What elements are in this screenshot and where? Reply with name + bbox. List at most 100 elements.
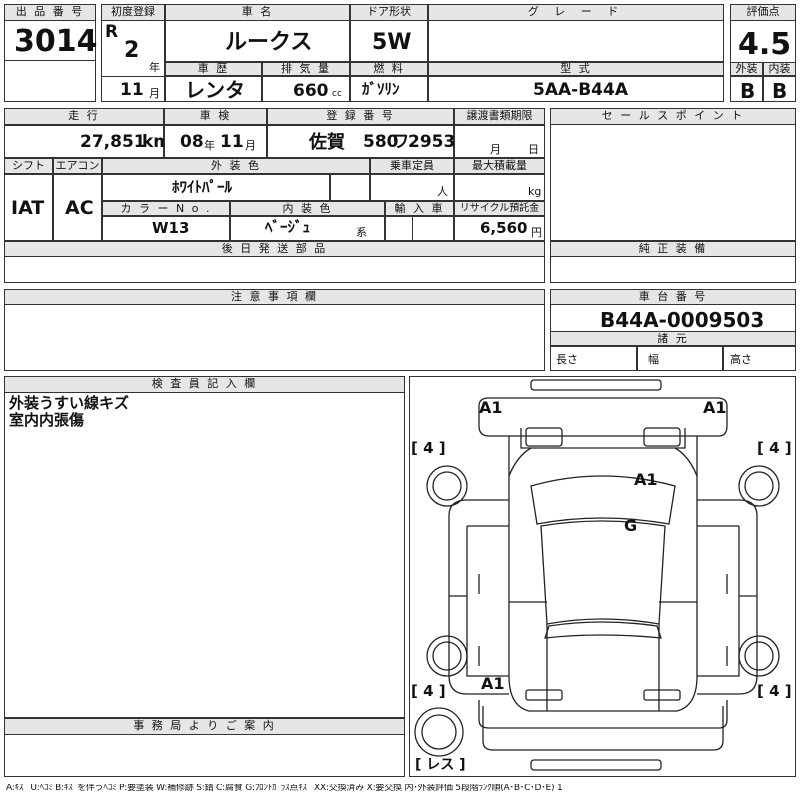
tire-front-left: [ 4 ] <box>411 439 446 457</box>
ext-color-sub-box <box>330 174 370 201</box>
displacement-unit: cc <box>332 89 342 99</box>
max-load-box <box>454 174 545 201</box>
int-color-label: 内 装 色 <box>230 201 385 216</box>
model-box <box>428 76 724 102</box>
capacity-unit: 人 <box>437 185 448 198</box>
reg-kana: ワ <box>392 132 409 152</box>
capacity-label: 乗車定員 <box>370 158 454 174</box>
max-load-unit: kg <box>528 185 542 198</box>
first-registration-label: 初度登録 <box>101 4 165 21</box>
month-unit: 月 <box>149 87 160 100</box>
reg-place: 佐賀 <box>309 132 345 153</box>
transfer-label: 譲渡書類期限 <box>454 108 545 125</box>
width-label: 幅 <box>648 353 659 366</box>
notes-label: 注 意 事 項 欄 <box>4 289 545 305</box>
mileage-label: 走 行 <box>4 108 164 125</box>
inspection-year: 08 <box>180 132 204 152</box>
import-label: 輸 入 車 <box>385 201 454 216</box>
import-box <box>385 216 454 241</box>
damage-front-left: A1 <box>479 398 503 417</box>
inspection-label: 車 検 <box>164 108 267 125</box>
reg-number-box <box>267 125 454 158</box>
grade-label: グ レ ー ド <box>428 4 724 21</box>
inspector-comment-1: 外装うすい線キズ <box>9 394 130 412</box>
lot-number-label: 出 品 番 号 <box>4 4 96 21</box>
history-box <box>165 76 262 102</box>
door-label: ドア形状 <box>350 4 428 21</box>
ac: AC <box>65 197 94 219</box>
int-color-unit: 系 <box>356 226 367 239</box>
color-no-box <box>102 216 230 241</box>
capacity-box <box>370 174 454 201</box>
displacement: 660 <box>293 81 329 101</box>
ext-color-box <box>102 174 330 201</box>
damage-rear-left: A1 <box>481 674 505 693</box>
shift: IAT <box>11 197 45 219</box>
era: R <box>105 22 119 42</box>
height-label: 高さ <box>730 353 752 366</box>
year-unit: 年 <box>149 61 160 74</box>
tire-front-right: [ 4 ] <box>757 439 792 457</box>
recycle-box <box>454 216 545 241</box>
ac-label: エアコン <box>53 158 102 174</box>
inspection-month-unit: 月 <box>245 139 256 152</box>
displacement-label: 排 気 量 <box>262 62 350 76</box>
transfer-day-unit: 日 <box>528 143 539 156</box>
reg-number: 2953 <box>408 132 456 152</box>
lot-divider <box>4 60 96 61</box>
tire-rear-left: [ 4 ] <box>411 682 446 700</box>
era-year: 2 <box>124 38 140 63</box>
int-color: ﾍﾞｰｼﾞｭ <box>265 218 311 236</box>
door-type: 5W <box>372 30 412 55</box>
model: 5AA-B44A <box>533 80 628 100</box>
color-no-label: カ ラ ー N o . <box>102 201 230 216</box>
ext-color: ﾎﾜｲﾄﾊﾟｰﾙ <box>172 178 233 196</box>
interior-label: 内装 <box>763 62 796 76</box>
car-name-label: 車 名 <box>165 4 350 21</box>
mileage-unit: km <box>142 132 172 152</box>
fuel: ｶﾞｿﾘﾝ <box>362 80 400 98</box>
lot-number: 3014 <box>14 24 98 59</box>
recycle-deposit: 6,560 <box>480 219 528 237</box>
history-label: 車 歴 <box>165 62 262 76</box>
exterior-box <box>730 76 763 102</box>
first-reg-divider <box>101 76 165 77</box>
inspection-month: 11 <box>220 132 244 152</box>
import-divider <box>412 216 413 241</box>
int-color-box <box>230 216 385 241</box>
genuine-equipment-label: 純 正 装 備 <box>550 241 796 257</box>
score: 4.5 <box>738 27 792 62</box>
inspector-comment-2: 室内内張傷 <box>9 411 85 429</box>
recycle-unit: 円 <box>531 226 542 239</box>
car-diagram-box <box>409 376 796 777</box>
mileage: 27,851 <box>80 132 146 152</box>
reg-number-label: 登 録 番 号 <box>267 108 454 125</box>
car-diagram <box>414 379 780 771</box>
score-label: 評価点 <box>730 4 796 21</box>
tire-rear-right: [ 4 ] <box>757 682 792 700</box>
history: レンタ <box>185 78 245 102</box>
transfer-box <box>454 125 545 158</box>
damage-roof: A1 <box>634 470 658 489</box>
ac-box <box>53 174 102 241</box>
reg-class: 580 <box>363 132 399 152</box>
max-load-label: 最大積載量 <box>454 158 545 174</box>
inspection-box <box>164 125 267 158</box>
dims-label: 諸 元 <box>550 331 796 346</box>
interior-score: B <box>772 79 788 103</box>
fuel-box <box>350 76 428 102</box>
chassis-number: B44A-0009503 <box>600 308 765 332</box>
color-no: W13 <box>152 219 190 237</box>
model-label: 型 式 <box>428 62 724 76</box>
car-name: ルークス <box>225 30 313 55</box>
office-notice-label: 事 務 局 よ り ご 案 内 <box>4 718 405 735</box>
fuel-label: 燃 料 <box>350 62 428 76</box>
height-box <box>723 346 796 371</box>
shift-label: シフト <box>4 158 53 174</box>
displacement-box <box>262 76 350 102</box>
chassis-label: 車 台 番 号 <box>550 289 796 305</box>
ext-color-label: 外 装 色 <box>102 158 370 174</box>
shift-box <box>4 174 53 241</box>
spare-tire: [ レス ] <box>415 757 466 773</box>
transfer-month-unit: 月 <box>490 143 501 156</box>
